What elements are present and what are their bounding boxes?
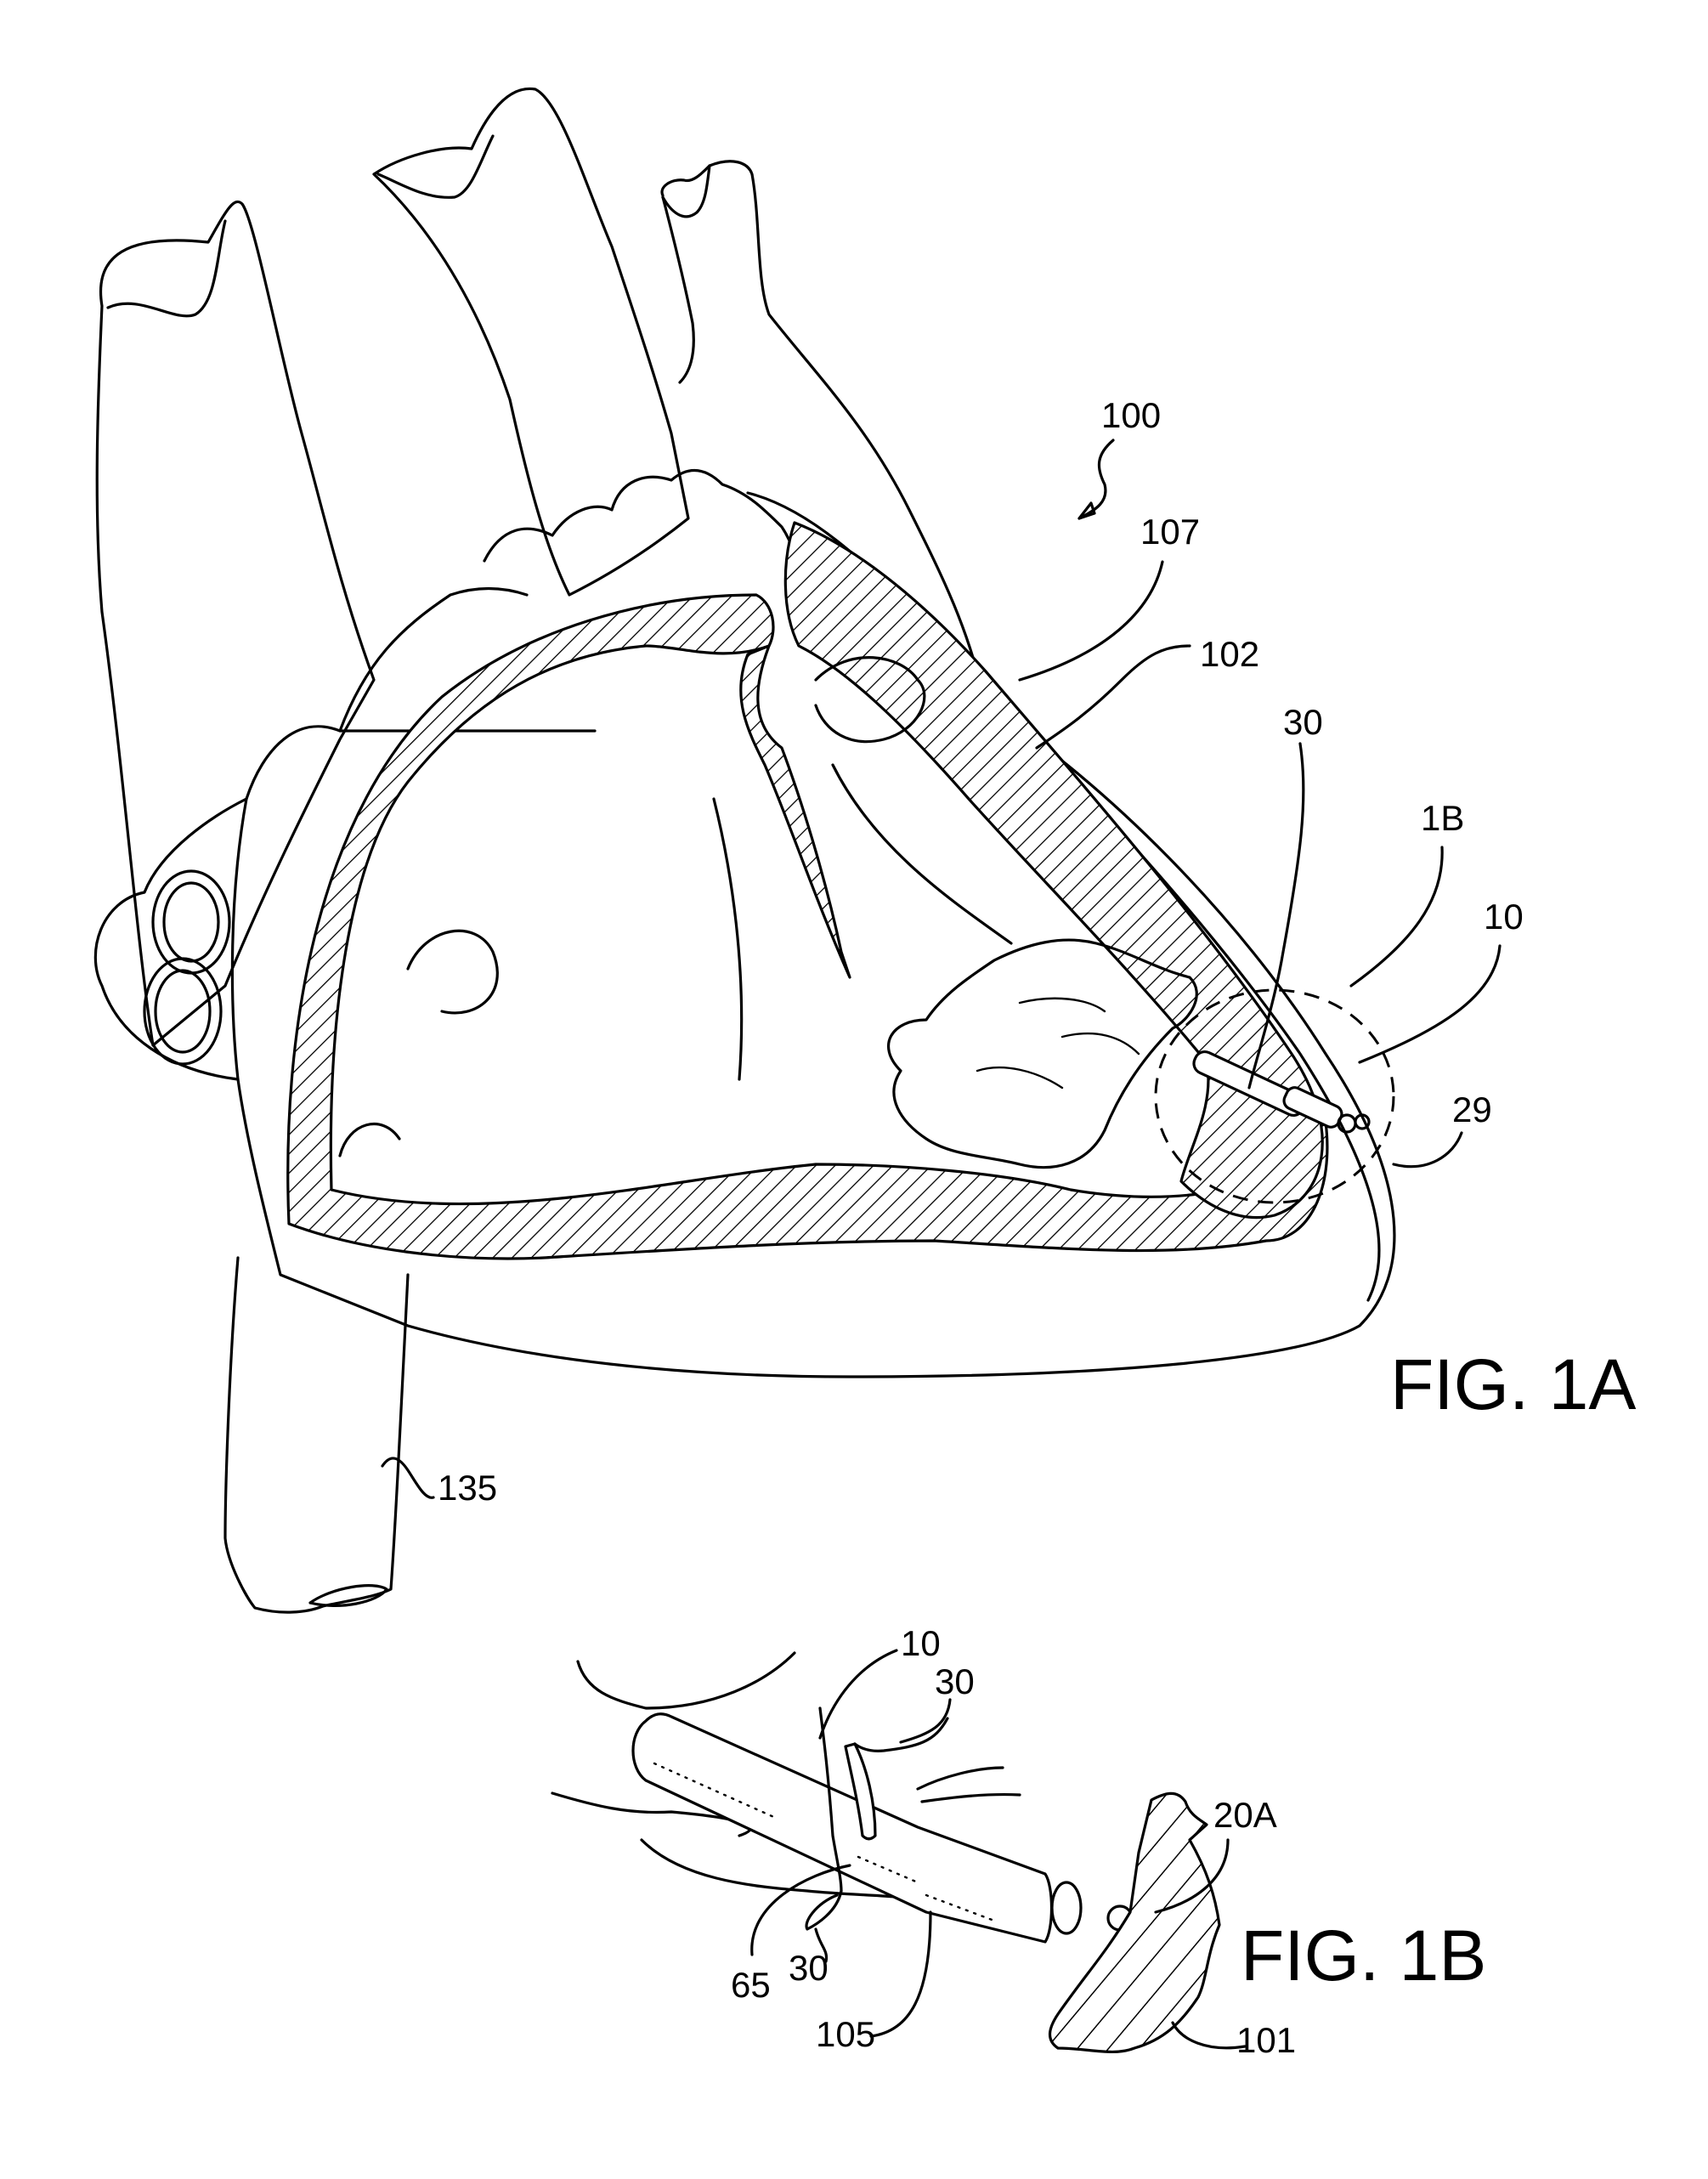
band-65	[844, 1742, 877, 1841]
vessel-left-top-rim	[106, 219, 227, 318]
valve-ring-lower-inner	[154, 969, 212, 1054]
fig-1a-heart-drawing	[93, 87, 1502, 1614]
device-knurl-3	[925, 1893, 996, 1922]
vessel-right-rim	[661, 164, 711, 218]
label-30-fig1a: 30	[1283, 702, 1323, 742]
vessel-left	[95, 201, 376, 1047]
atrium-body	[338, 586, 597, 733]
label-10-fig1a: 10	[1484, 897, 1524, 937]
septal-curve	[712, 797, 744, 1081]
leader-65	[750, 1864, 851, 1956]
papillary-detail-3	[1060, 1032, 1140, 1056]
device-knurl-2	[857, 1855, 919, 1884]
leader-10-fig1a	[1358, 944, 1502, 1064]
detail-1b-circle	[1154, 988, 1395, 1204]
vessel-mid-rim	[376, 134, 495, 199]
vessel-right	[660, 160, 987, 707]
label-1b: 1B	[1421, 798, 1464, 838]
device-end-cap	[1050, 1881, 1083, 1935]
strand-right-upper	[916, 1766, 1021, 1803]
valve-ring-upper-inner	[162, 881, 220, 963]
label-20a: 20A	[1213, 1795, 1277, 1835]
leader-101	[1171, 2021, 1247, 2050]
left-ventricle-wall-section	[783, 521, 1324, 1220]
label-105: 105	[816, 2014, 875, 2054]
leader-107	[1018, 560, 1164, 682]
pulmonary-valve-leaflet	[814, 656, 926, 744]
leader-20a	[1154, 1838, 1230, 1914]
label-107: 107	[1140, 512, 1200, 552]
leader-10-fig1b	[818, 1649, 898, 1740]
chamber-lump-left	[406, 929, 499, 1015]
leader-100-arrow	[1077, 439, 1115, 520]
leader-30-fig1a	[1247, 742, 1305, 1090]
vessel-mid	[372, 87, 690, 597]
leader-102	[1035, 644, 1191, 750]
strand-long-lower	[640, 1838, 919, 1901]
label-100: 100	[1101, 395, 1161, 435]
strand-through-band	[818, 1706, 843, 1893]
tether-30-upper	[853, 1717, 949, 1752]
label-10-fig1b: 10	[901, 1623, 941, 1663]
chamber-lump-bottom	[338, 1123, 401, 1157]
fig-1b-detail-drawing	[551, 1649, 1247, 2054]
leader-100-arrowhead	[1077, 501, 1096, 520]
tissue-101-section	[1049, 1791, 1221, 2054]
label-30-fig1b-lower: 30	[789, 1948, 829, 1988]
valve-ring-lower	[143, 957, 223, 1066]
leader-29	[1392, 1131, 1463, 1169]
leader-135	[381, 1457, 435, 1499]
label-30-fig1b-upper: 30	[935, 1661, 975, 1701]
leader-30-fig1b-upper	[899, 1698, 952, 1744]
papillary-detail-1	[1018, 997, 1106, 1013]
device-cylinder-body	[631, 1712, 1054, 1944]
label-101: 101	[1236, 2020, 1296, 2060]
fig-1b-title: FIG. 1B	[1241, 1916, 1486, 1995]
vessel-135	[223, 1256, 410, 1614]
fig-1a-title: FIG. 1A	[1390, 1344, 1636, 1424]
left-bulge	[93, 797, 248, 1081]
device-knurl-1	[653, 1762, 779, 1820]
label-65: 65	[731, 1965, 771, 2005]
papillary-detail-2	[976, 1066, 1064, 1090]
leader-30-fig1b-lower	[814, 1927, 829, 1963]
septum-section	[739, 644, 851, 979]
mitral-line	[831, 763, 1013, 945]
fig-1a-labels: 100 107 102 30 1B 10 29 135 FIG. 1A	[438, 395, 1636, 1508]
label-135: 135	[438, 1468, 497, 1508]
label-102: 102	[1200, 634, 1259, 674]
leader-105	[869, 1910, 932, 2038]
strand-top-left	[576, 1651, 796, 1710]
tether-30-lower	[805, 1889, 843, 1931]
vessel-right-inner	[661, 195, 695, 384]
vessel-135-opening	[308, 1584, 388, 1608]
atrium-top	[483, 468, 809, 648]
fig-1b-labels: 10 30 20A 65 30 105 101 FIG. 1B	[731, 1623, 1486, 2060]
heart-outline	[230, 704, 1396, 1378]
leader-1b	[1349, 846, 1444, 988]
papillary-muscle	[887, 938, 1198, 1169]
label-29: 29	[1452, 1090, 1492, 1129]
